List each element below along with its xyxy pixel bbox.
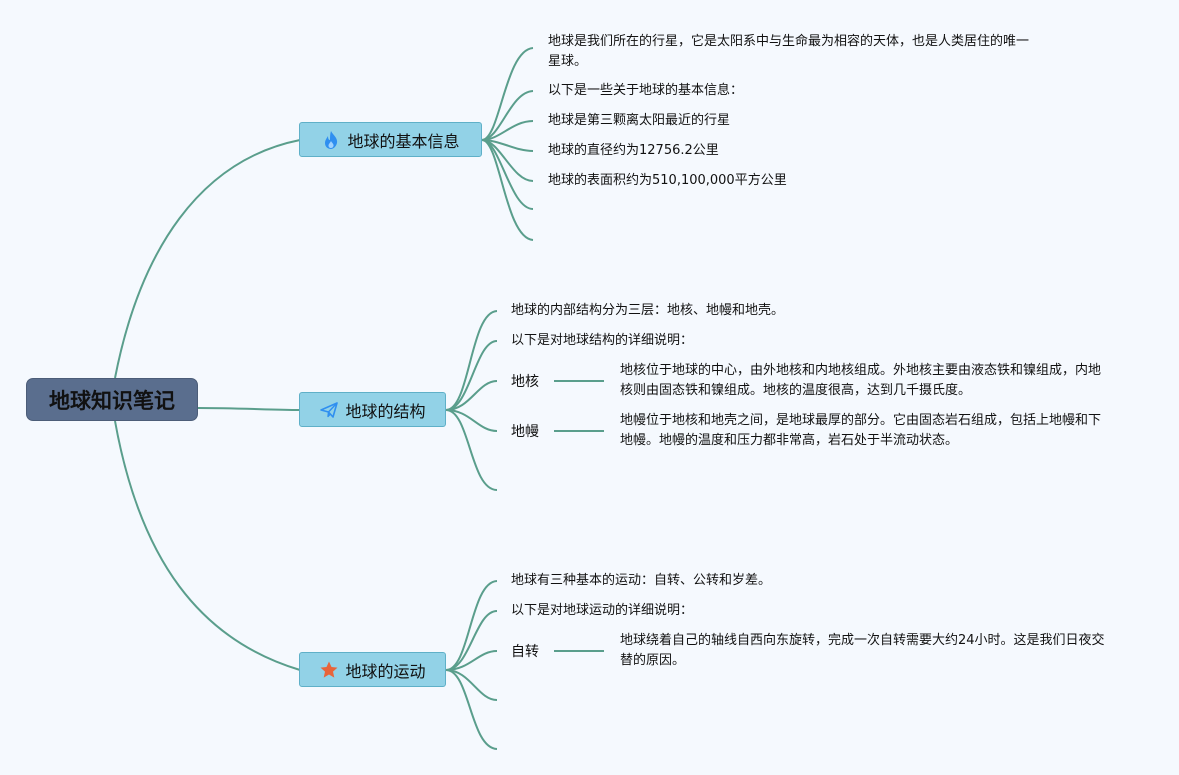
- paper-plane-icon: [320, 401, 339, 418]
- branch-label: 地球的结构: [345, 401, 426, 421]
- branch-label: 地球的运动: [345, 661, 426, 681]
- branch-3-leaf-link: [445, 650, 498, 671]
- branch-2-leaf-link: [445, 340, 498, 411]
- leaf-text: 以下是对地球运动的详细说明：: [511, 603, 694, 618]
- leaf-text: 地球是我们所在的行星，它是太阳系中与生命最为相容的天体，也是人类居住的唯一星球。: [548, 34, 1030, 69]
- branch-1-leaf-link: [481, 47, 534, 141]
- subtopic-label: 地核: [511, 374, 539, 390]
- subtopic-detail: 地球绕着自己的轴线自西向东旋转，完成一次自转需要大约24小时。这是我们日夜交替的…: [620, 633, 1105, 668]
- root-topic[interactable]: 地球知识笔记: [26, 378, 198, 421]
- branch-topic-structure[interactable]: 地球的结构: [299, 392, 446, 427]
- branch-2-leaf-link: [445, 310, 498, 411]
- leaf-text: 以下是一些关于地球的基本信息：: [548, 83, 744, 98]
- root-topic-label: 地球知识笔记: [49, 388, 175, 413]
- branch-label: 地球的基本信息: [347, 131, 460, 151]
- leaf-text: 以下是对地球结构的详细说明：: [511, 333, 694, 348]
- star-icon: [320, 661, 338, 678]
- root-branch-2-link: [197, 407, 301, 411]
- branch-3-leaf-link: [445, 610, 498, 671]
- branch-3-leaf-link: [445, 669, 498, 701]
- leaf-text: 地球有三种基本的运动：自转、公转和岁差。: [511, 573, 772, 588]
- branch-1-leaf-link: [481, 139, 534, 241]
- branch-2-leaf-link: [445, 409, 498, 432]
- leaf-text: 地球的直径约为12756.2公里: [548, 143, 719, 158]
- subtopic-label: 自转: [511, 644, 539, 660]
- root-branch-3-link: [114, 420, 301, 671]
- branch-2-leaf-link: [445, 409, 498, 491]
- leaf-text: 地球是第三颗离太阳最近的行星: [548, 113, 731, 128]
- branch-topic-basic-info[interactable]: 地球的基本信息: [299, 122, 482, 157]
- leaf-text: 地球的表面积约为510,100,000平方公里: [548, 173, 787, 188]
- branch-3-leaf-link: [445, 580, 498, 671]
- branch-topic-motion[interactable]: 地球的运动: [299, 652, 446, 687]
- branch-3-leaf-link: [445, 669, 498, 750]
- subtopic-detail: 地核位于地球的中心，由外地核和内地核组成。外地核主要由液态铁和镍组成，内地核则由…: [620, 363, 1102, 398]
- leaf-text: 地球的内部结构分为三层：地核、地幔和地壳。: [511, 303, 785, 318]
- subtopic-detail: 地幔位于地核和地壳之间，是地球最厚的部分。它由固态岩石组成，包括上地幔和下地幔。…: [620, 413, 1102, 448]
- branch-2-leaf-link: [445, 380, 498, 411]
- subtopic-label: 地幔: [511, 424, 539, 440]
- flame-icon: [325, 130, 338, 149]
- root-branch-1-link: [114, 139, 301, 379]
